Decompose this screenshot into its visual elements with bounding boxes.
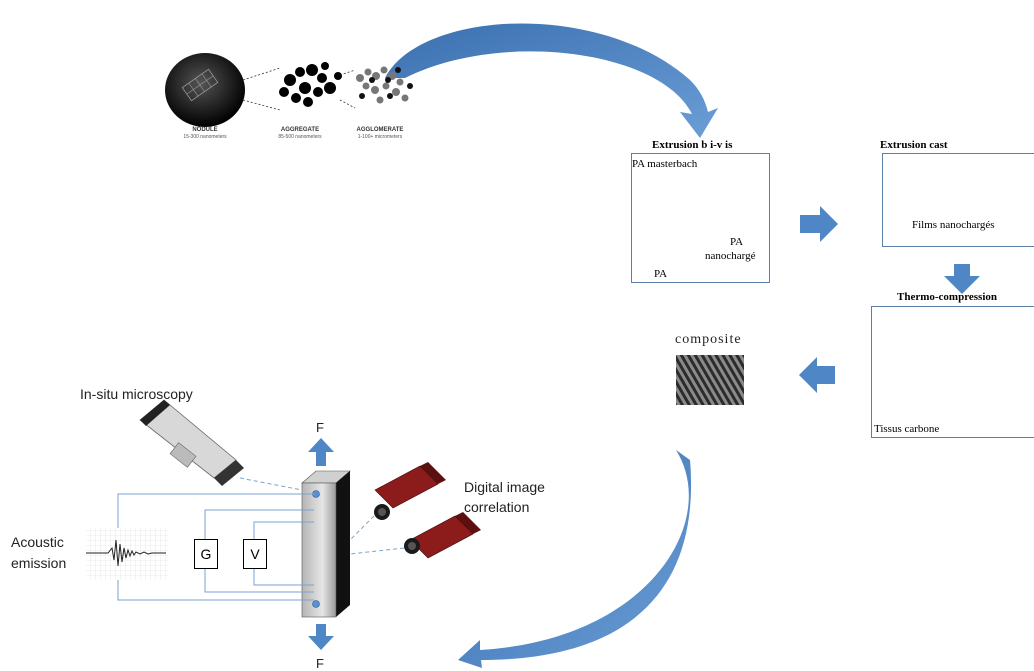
extrusion-cast-title: Extrusion cast bbox=[880, 139, 948, 151]
microscope-illustration bbox=[139, 399, 244, 486]
pa-label: PA bbox=[654, 268, 668, 280]
force-bottom-label: F bbox=[316, 656, 324, 671]
agglomerate-illustration bbox=[356, 66, 413, 104]
composite-label: composite bbox=[675, 332, 742, 347]
masterbatch-label: PA masterbach bbox=[632, 158, 698, 170]
left-arrow-1 bbox=[799, 357, 835, 393]
microscopy-label: In-situ microscopy bbox=[80, 386, 193, 402]
pa-nanocharged-label-1: PA bbox=[730, 236, 744, 248]
tissus-carbone-label: Tissus carbone bbox=[874, 423, 940, 435]
aggregate-label: AGGREGATE bbox=[280, 127, 320, 133]
curved-arrow-top bbox=[385, 23, 718, 139]
acoustic-signal-plot bbox=[86, 528, 168, 580]
acoustic-label-line1: Acoustic bbox=[11, 534, 64, 550]
nodule-label: NODULE bbox=[192, 127, 218, 133]
pa-nanocharged-label-2: nanochargé bbox=[705, 250, 756, 262]
nodule-illustration bbox=[165, 53, 281, 127]
aggregate-size: 85-500 nanometers bbox=[278, 134, 322, 140]
gauge-v-box: V bbox=[243, 539, 267, 569]
films-label: Films nanochargés bbox=[912, 219, 995, 231]
thermo-compression-title: Thermo-compression bbox=[897, 291, 998, 303]
extrusion-bivis-title: Extrusion b i-v is bbox=[652, 139, 733, 151]
extrusion-cast-box bbox=[882, 153, 1034, 247]
camera-2-icon bbox=[404, 512, 481, 559]
microscope-beam bbox=[239, 477, 303, 491]
aggregate-illustration bbox=[279, 62, 356, 109]
gauge-g-box: G bbox=[194, 539, 218, 569]
nodule-size: 15-300 nanometers bbox=[183, 134, 227, 140]
dic-label-line1: Digital image bbox=[464, 479, 545, 495]
extrusion-bivis-box bbox=[631, 153, 770, 283]
camera-1-icon bbox=[374, 462, 446, 520]
force-arrow-down-icon bbox=[308, 624, 334, 650]
curved-arrow-bottom bbox=[458, 450, 692, 668]
test-specimen bbox=[301, 470, 351, 618]
agglomerate-label: AGGLOMERATE bbox=[356, 127, 404, 133]
down-arrow-1 bbox=[944, 264, 980, 294]
thermo-compression-box bbox=[871, 306, 1034, 438]
force-top-label: F bbox=[316, 420, 324, 435]
acoustic-label-line2: emission bbox=[11, 555, 67, 571]
force-arrow-up-icon bbox=[308, 438, 334, 466]
agglomerate-size: 1-100+ micrometers bbox=[357, 134, 403, 140]
right-arrow-1 bbox=[800, 206, 838, 242]
camera-sightlines bbox=[349, 515, 405, 555]
dic-label-line2: correlation bbox=[464, 499, 530, 515]
composite-sample bbox=[676, 355, 744, 405]
